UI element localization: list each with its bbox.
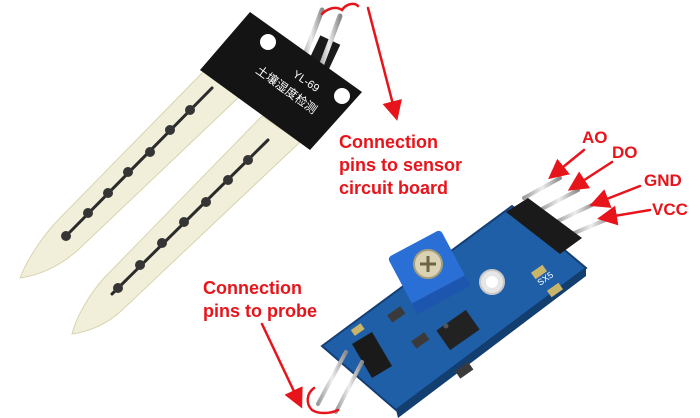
probe-left-pads xyxy=(61,105,195,241)
sensor-board-callout-line-1: Connection xyxy=(339,132,438,152)
probe-mounting-hole-2 xyxy=(334,88,350,104)
probe-right-pads xyxy=(113,155,253,293)
pin-label-do: DO xyxy=(612,143,638,162)
do-arrow xyxy=(567,160,614,191)
pin-label-ao: AO xyxy=(582,128,608,147)
sensor-module: SX5 xyxy=(316,176,612,418)
probe-pins-callout-line-2: pins to probe xyxy=(203,301,317,321)
module-pins-brace xyxy=(306,386,340,415)
module-probe-pins xyxy=(316,332,392,414)
ao-arrow xyxy=(548,148,586,180)
pin-label-gnd: GND xyxy=(644,171,682,190)
comparator-ic xyxy=(436,309,480,351)
probe-pins-callout-line-1: Connection xyxy=(203,278,302,298)
module-header-housing xyxy=(506,198,582,254)
potentiometer xyxy=(388,230,471,315)
smd-components xyxy=(350,264,564,379)
probe-mounting-hole-1 xyxy=(260,34,276,50)
sensor-board-callout-line-3: circuit board xyxy=(339,178,449,198)
sensor-board-arrow xyxy=(366,6,402,121)
pin-label-vcc: VCC xyxy=(652,200,688,219)
probe-pins-arrow xyxy=(260,322,303,409)
annotations xyxy=(260,2,652,415)
sensor-board-callout-line-2: pins to sensor xyxy=(339,155,463,175)
probe-head xyxy=(200,12,362,150)
probe-pins-callout: Connection pins to probe xyxy=(203,277,317,323)
vcc-arrow xyxy=(597,205,652,226)
sensor-board-callout: Connection pins to sensor circuit board xyxy=(339,131,462,200)
gnd-arrow xyxy=(589,184,642,208)
probe-pins-brace xyxy=(320,2,360,16)
soil-probe: YL-69 土壤湿度检测 xyxy=(19,7,362,335)
